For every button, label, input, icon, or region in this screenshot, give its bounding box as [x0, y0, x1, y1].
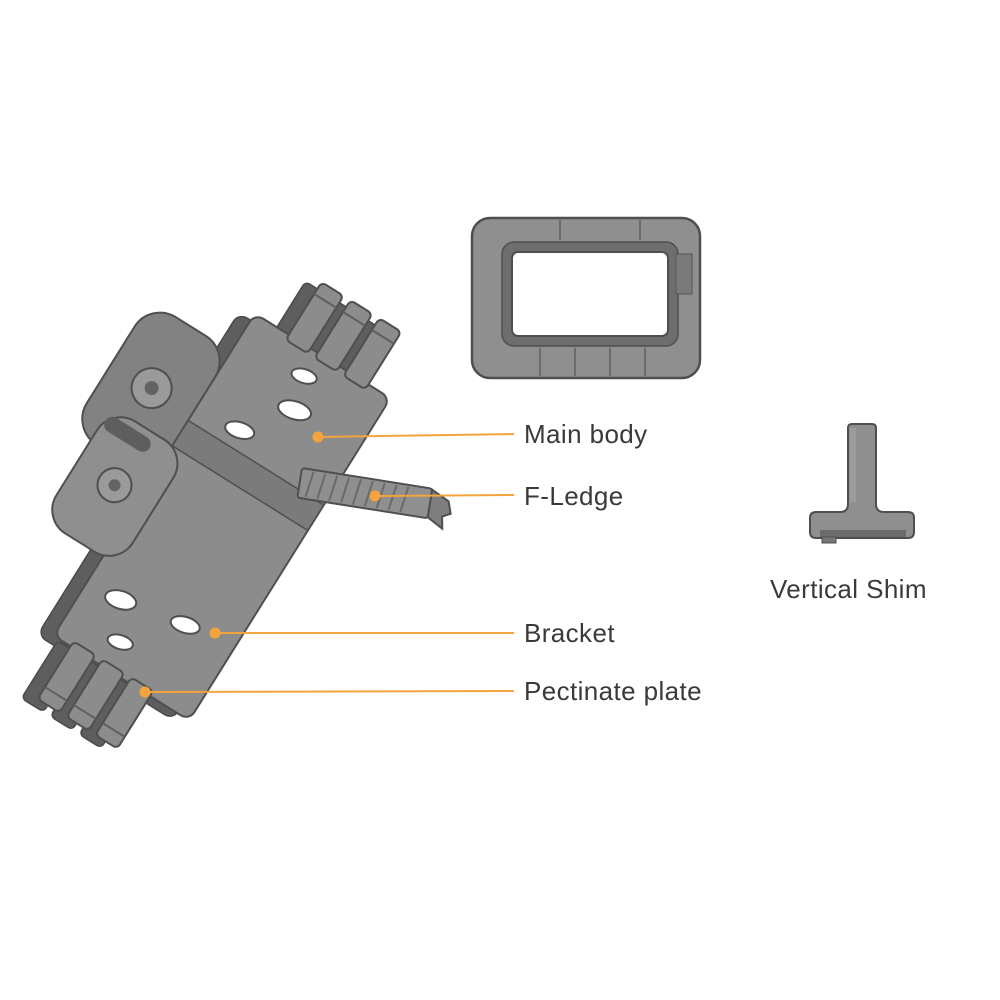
pectinate-fingers-top — [286, 282, 401, 389]
pectinate-fingers-bottom — [38, 642, 153, 748]
chain-main-body-links — [51, 311, 221, 557]
main-assembly-illustration — [22, 282, 401, 748]
leader-line-pectinate-plate — [144, 690, 515, 693]
label-vertical-shim: Vertical Shim — [770, 574, 927, 604]
callout-dot-pectinate-plate — [139, 686, 151, 698]
bracket-slot-holes — [104, 367, 318, 651]
callout-dot-main-body — [312, 431, 324, 443]
callout-dot-f-ledge — [369, 490, 381, 502]
label-pectinate-plate: Pectinate plate — [524, 676, 703, 706]
label-bracket: Bracket — [524, 618, 615, 648]
leader-lines — [144, 433, 515, 693]
frame-part-illustration — [470, 216, 702, 380]
label-f-ledge: F-Ledge — [524, 481, 624, 511]
callout-dot-bracket — [209, 627, 221, 639]
label-main-body: Main body — [524, 419, 648, 449]
leader-line-main-body — [317, 433, 515, 438]
vertical-shim-illustration — [809, 423, 915, 544]
callout-dots — [139, 431, 381, 698]
leader-line-f-ledge — [374, 494, 515, 497]
